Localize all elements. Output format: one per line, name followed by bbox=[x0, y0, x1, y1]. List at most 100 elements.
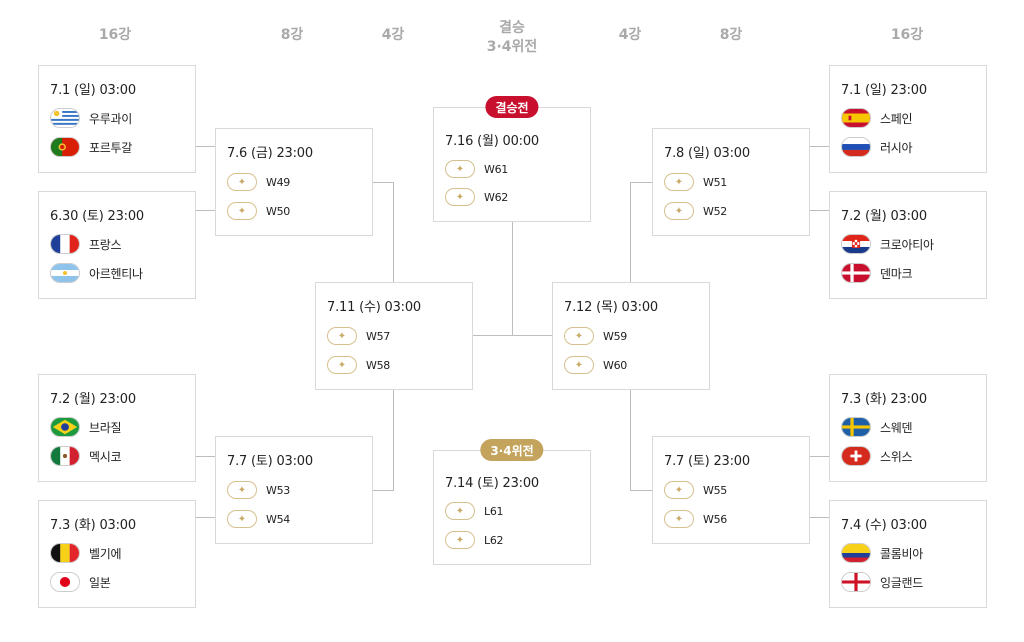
soccer-ball-icon: ✦ bbox=[664, 510, 694, 528]
match-card-r16-spain-russia[interactable]: 7.1 (일) 23:00 스페인 러시아 bbox=[829, 65, 987, 173]
header-round-of-16-left: 16강 bbox=[98, 27, 132, 43]
match-date: 7.6 (금) 23:00 bbox=[227, 146, 313, 161]
match-card-third-place[interactable]: 7.14 (토) 23:00 ✦ L61 ✦ L62 bbox=[433, 450, 591, 565]
denmark-flag-icon bbox=[841, 263, 871, 283]
team-name: 일본 bbox=[89, 575, 111, 590]
match-card-r16-belgium-japan[interactable]: 7.3 (화) 03:00 벨기에 일본 bbox=[38, 500, 196, 608]
soccer-ball-icon: ✦ bbox=[445, 531, 475, 549]
match-card-sf-w57-w58[interactable]: 7.11 (수) 03:00 ✦ W57 ✦ W58 bbox=[315, 282, 473, 390]
soccer-ball-icon: ✦ bbox=[664, 481, 694, 499]
header-quarterfinal-left: 8강 bbox=[280, 27, 304, 43]
connector-line bbox=[809, 146, 830, 147]
team-name: 멕시코 bbox=[89, 449, 122, 464]
third-place-badge: 3·4위전 bbox=[480, 439, 544, 461]
header-third-place-label: 3·4위전 bbox=[486, 39, 538, 55]
england-flag-icon bbox=[841, 572, 871, 592]
slot-label: W61 bbox=[484, 162, 508, 176]
team-name: 스위스 bbox=[880, 449, 913, 464]
final-badge: 결승전 bbox=[485, 96, 539, 118]
match-date: 7.3 (화) 03:00 bbox=[50, 518, 136, 533]
match-date: 7.7 (토) 23:00 bbox=[664, 454, 750, 469]
slot-label: W60 bbox=[603, 358, 627, 372]
portugal-flag-icon bbox=[50, 137, 80, 157]
japan-flag-icon bbox=[50, 572, 80, 592]
colombia-flag-icon bbox=[841, 543, 871, 563]
soccer-ball-icon: ✦ bbox=[664, 202, 694, 220]
match-card-r16-uruguay-portugal[interactable]: 7.1 (일) 03:00 우루과이 포르투갈 bbox=[38, 65, 196, 173]
soccer-ball-icon: ✦ bbox=[445, 160, 475, 178]
spain-flag-icon bbox=[841, 108, 871, 128]
connector-line bbox=[195, 517, 215, 518]
header-final: 결승 3·4위전 bbox=[487, 19, 538, 57]
match-date: 7.4 (수) 03:00 bbox=[841, 518, 927, 533]
team-name: 브라질 bbox=[89, 420, 122, 435]
slot-label: L61 bbox=[484, 504, 504, 518]
match-card-r16-colombia-england[interactable]: 7.4 (수) 03:00 콜롬비아 잉글랜드 bbox=[829, 500, 987, 608]
connector-line bbox=[195, 210, 215, 211]
team-name: 덴마크 bbox=[880, 266, 913, 281]
match-card-qf-w53-w54[interactable]: 7.7 (토) 03:00 ✦ W53 ✦ W54 bbox=[215, 436, 373, 544]
match-date: 7.16 (월) 00:00 bbox=[445, 134, 539, 149]
slot-label: W59 bbox=[603, 329, 627, 343]
match-card-r16-brazil-mexico[interactable]: 7.2 (월) 23:00 브라질 멕시코 bbox=[38, 374, 196, 482]
match-date: 7.3 (화) 23:00 bbox=[841, 392, 927, 407]
slot-label: W56 bbox=[703, 512, 727, 526]
connector-line bbox=[630, 490, 652, 491]
brazil-flag-icon bbox=[50, 417, 80, 437]
match-card-r16-croatia-denmark[interactable]: 7.2 (월) 03:00 크로아티아 덴마크 bbox=[829, 191, 987, 299]
soccer-ball-icon: ✦ bbox=[227, 173, 257, 191]
match-card-qf-w51-w52[interactable]: 7.8 (일) 03:00 ✦ W51 ✦ W52 bbox=[652, 128, 810, 236]
soccer-ball-icon: ✦ bbox=[564, 327, 594, 345]
team-name: 벨기에 bbox=[89, 546, 122, 561]
header-semifinal-left: 4강 bbox=[381, 27, 405, 43]
team-name: 콜롬비아 bbox=[880, 546, 923, 561]
slot-label: W58 bbox=[366, 358, 390, 372]
soccer-ball-icon: ✦ bbox=[227, 481, 257, 499]
connector-line bbox=[630, 390, 631, 491]
slot-label: W53 bbox=[266, 483, 290, 497]
team-name: 우루과이 bbox=[89, 111, 132, 126]
connector-line bbox=[809, 456, 830, 457]
russia-flag-icon bbox=[841, 137, 871, 157]
slot-label: W55 bbox=[703, 483, 727, 497]
match-card-sf-w59-w60[interactable]: 7.12 (목) 03:00 ✦ W59 ✦ W60 bbox=[552, 282, 710, 390]
team-name: 프랑스 bbox=[89, 237, 122, 252]
slot-label: W62 bbox=[484, 190, 508, 204]
match-card-r16-sweden-switzerland[interactable]: 7.3 (화) 23:00 스웨덴 스위스 bbox=[829, 374, 987, 482]
connector-line bbox=[195, 146, 215, 147]
match-date: 7.8 (일) 03:00 bbox=[664, 146, 750, 161]
header-final-label: 결승 bbox=[499, 20, 525, 36]
connector-line bbox=[809, 210, 830, 211]
soccer-ball-icon: ✦ bbox=[227, 510, 257, 528]
sweden-flag-icon bbox=[841, 417, 871, 437]
belgium-flag-icon bbox=[50, 543, 80, 563]
header-semifinal-right: 4강 bbox=[618, 27, 642, 43]
match-card-r16-france-argentina[interactable]: 6.30 (토) 23:00 프랑스 아르헨티나 bbox=[38, 191, 196, 299]
soccer-ball-icon: ✦ bbox=[327, 356, 357, 374]
soccer-ball-icon: ✦ bbox=[445, 502, 475, 520]
soccer-ball-icon: ✦ bbox=[445, 188, 475, 206]
match-date: 7.11 (수) 03:00 bbox=[327, 300, 421, 315]
match-date: 7.2 (월) 03:00 bbox=[841, 209, 927, 224]
match-card-qf-w55-w56[interactable]: 7.7 (토) 23:00 ✦ W55 ✦ W56 bbox=[652, 436, 810, 544]
team-name: 크로아티아 bbox=[880, 237, 934, 252]
match-date: 7.14 (토) 23:00 bbox=[445, 476, 539, 491]
slot-label: W51 bbox=[703, 175, 727, 189]
header-round-of-16-right: 16강 bbox=[890, 27, 924, 43]
team-name: 아르헨티나 bbox=[89, 266, 143, 281]
match-card-qf-w49-w50[interactable]: 7.6 (금) 23:00 ✦ W49 ✦ W50 bbox=[215, 128, 373, 236]
connector-line bbox=[393, 182, 394, 283]
match-date: 7.12 (목) 03:00 bbox=[564, 300, 658, 315]
croatia-flag-icon bbox=[841, 234, 871, 254]
argentina-flag-icon bbox=[50, 263, 80, 283]
connector-line bbox=[195, 456, 215, 457]
france-flag-icon bbox=[50, 234, 80, 254]
match-card-final[interactable]: 7.16 (월) 00:00 ✦ W61 ✦ W62 bbox=[433, 107, 591, 222]
team-name: 스웨덴 bbox=[880, 420, 913, 435]
team-name: 러시아 bbox=[880, 140, 913, 155]
team-name: 잉글랜드 bbox=[880, 575, 923, 590]
slot-label: L62 bbox=[484, 533, 504, 547]
soccer-ball-icon: ✦ bbox=[564, 356, 594, 374]
team-name: 포르투갈 bbox=[89, 140, 132, 155]
connector-line bbox=[630, 182, 631, 283]
